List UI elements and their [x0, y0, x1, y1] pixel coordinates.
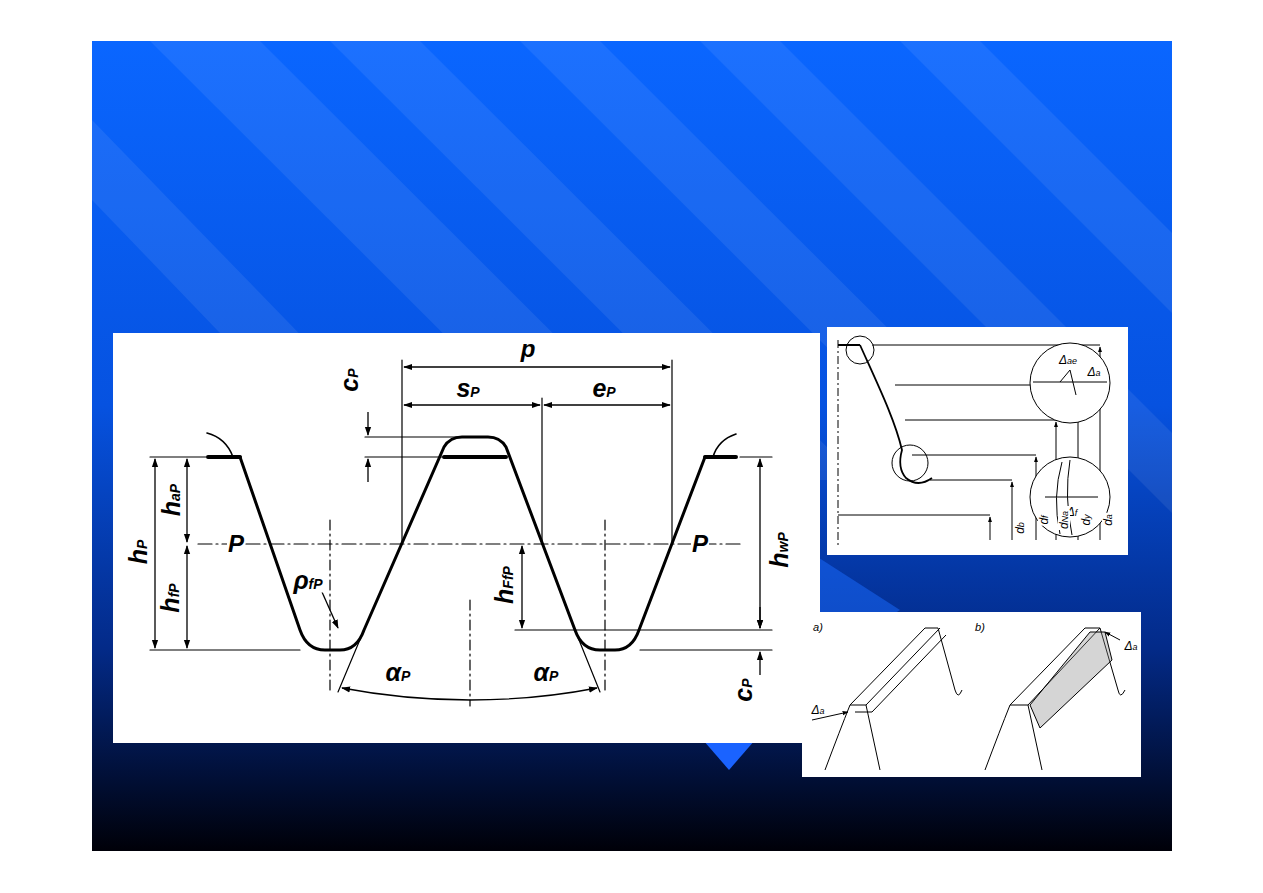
diameter-label: db	[1014, 521, 1026, 535]
diameter-label: dy	[1080, 513, 1092, 526]
pitch-line-label: P	[227, 532, 245, 556]
dimension-label: hfP	[158, 582, 183, 613]
angle-label: αP	[533, 660, 560, 685]
figure-tag: a)	[812, 622, 824, 633]
profile-deviation-sketch	[827, 327, 1128, 555]
deviation-label: Δa	[810, 704, 825, 716]
diameter-label: dNa	[1058, 510, 1070, 530]
deviation-label: Δa	[1086, 366, 1101, 378]
dimension-label: cP	[337, 367, 362, 392]
tooth-modification-sketch	[802, 612, 1141, 777]
slide-background	[92, 41, 1172, 851]
figure-tag: b)	[974, 622, 986, 633]
dimension-label: hFfP	[492, 565, 517, 605]
dimension-label: sP	[455, 376, 480, 401]
pitch-line-label: P	[691, 532, 709, 556]
dimension-label: haP	[159, 483, 184, 517]
angle-label: αP	[385, 660, 412, 685]
rack-profile-drawing	[113, 333, 820, 743]
deviation-label: Δae	[1058, 354, 1078, 366]
dimension-label: ρfP	[292, 568, 323, 593]
dimension-label: hwP	[767, 531, 792, 569]
dimension-label: hP	[126, 539, 151, 566]
diameter-label: df	[1038, 514, 1050, 525]
dimension-label: cP	[731, 677, 756, 702]
deviation-label: Δa	[1123, 640, 1138, 652]
diameter-label: da	[1102, 513, 1114, 527]
dimension-label: eP	[591, 376, 616, 401]
pitch-label: p	[520, 337, 537, 361]
